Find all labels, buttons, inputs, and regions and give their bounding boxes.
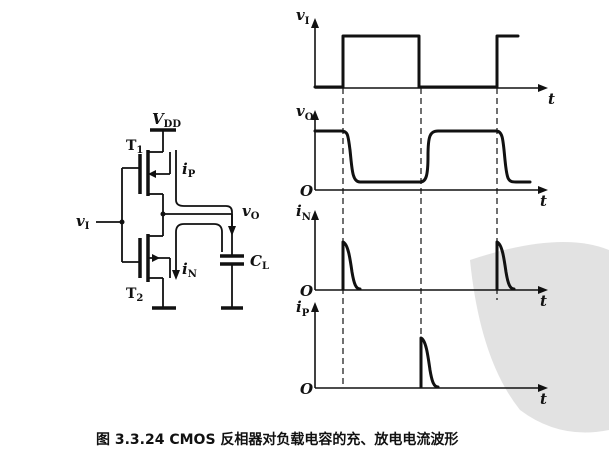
vo-waveform bbox=[313, 129, 532, 184]
cl-label: CL bbox=[250, 252, 269, 272]
ip-plot: iP O t bbox=[296, 298, 548, 408]
vo-plot: vO O t bbox=[296, 102, 548, 210]
output-label: vO bbox=[242, 202, 260, 222]
t2-label: T2 bbox=[126, 286, 143, 304]
vo-axis-label: vO bbox=[296, 102, 314, 123]
vo-t-label: t bbox=[540, 192, 547, 210]
in-axis-label: iN bbox=[296, 202, 311, 223]
in-plot: iN O t bbox=[296, 202, 548, 310]
vi-plot: vI t bbox=[296, 6, 555, 108]
in-origin-label: O bbox=[300, 282, 313, 300]
ip-label: iP bbox=[182, 160, 196, 180]
vi-axis-label: vI bbox=[296, 6, 310, 27]
vi-waveform bbox=[313, 34, 520, 89]
input-label: vI bbox=[76, 212, 90, 232]
cmos-circuit: VDD T1 T2 vI vO iP iN CL bbox=[76, 110, 269, 310]
in-t-label: t bbox=[540, 292, 547, 310]
ip-axis-label: iP bbox=[296, 298, 310, 319]
vi-t-label: t bbox=[548, 90, 555, 108]
in-current-path bbox=[175, 223, 223, 272]
in-waveform-pulse-1 bbox=[341, 240, 362, 291]
ip-t-label: t bbox=[540, 390, 547, 408]
figure-caption: 图 3.3.24 CMOS 反相器对负载电容的充、放电电流波形 bbox=[96, 431, 458, 448]
ip-waveform-pulse bbox=[419, 336, 440, 389]
t1-label: T1 bbox=[126, 138, 143, 156]
in-label: iN bbox=[182, 260, 197, 280]
vo-origin-label: O bbox=[300, 182, 313, 200]
in-waveform-pulse-2 bbox=[495, 240, 516, 291]
ip-current-path bbox=[175, 150, 233, 228]
ip-origin-label: O bbox=[300, 380, 313, 398]
vdd-label: VDD bbox=[152, 110, 181, 130]
